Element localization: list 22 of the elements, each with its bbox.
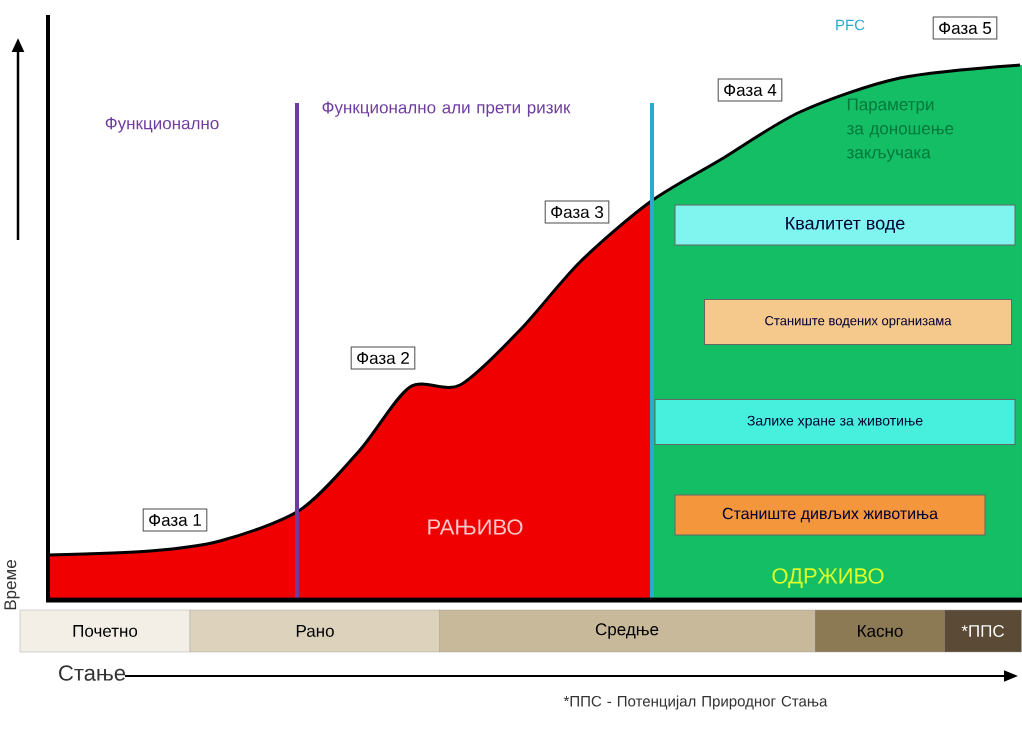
axis-label: Време [4,560,20,610]
phase-box: Фаза 3 [544,200,610,224]
stage-cell: Почетно [19,609,191,653]
phase-box: Фаза 1 [142,508,208,532]
stage-cell: Касно [814,609,946,653]
label-text: Функционално али прети ризик [322,101,571,117]
phase-box: Фаза 2 [350,346,416,370]
footnote-text: *ППС - Потенцијал Природног Стања [563,695,828,710]
parameter-bar: Квалитет воде [674,204,1016,246]
label-text: PFC [836,19,865,31]
parameter-bar: Залихе хране за животиње [654,399,1016,445]
stage-cell: *ППС [944,609,1022,653]
stage-cell: Средње [439,609,815,653]
label-text: Функционално [105,117,219,133]
area-label: РАЊИВО [428,519,523,535]
parameter-bar: Станиште дивљих животиња [674,494,986,536]
stage-cell: Рано [189,609,441,653]
label-text: Параметри за доношење закључака [846,98,954,162]
parameter-bar: Станиште водених организама [704,299,1012,345]
area-label: ОДРЖИВО [772,568,884,588]
phase-box: Фаза 4 [717,78,783,102]
phase-box: Фаза 5 [932,16,998,40]
